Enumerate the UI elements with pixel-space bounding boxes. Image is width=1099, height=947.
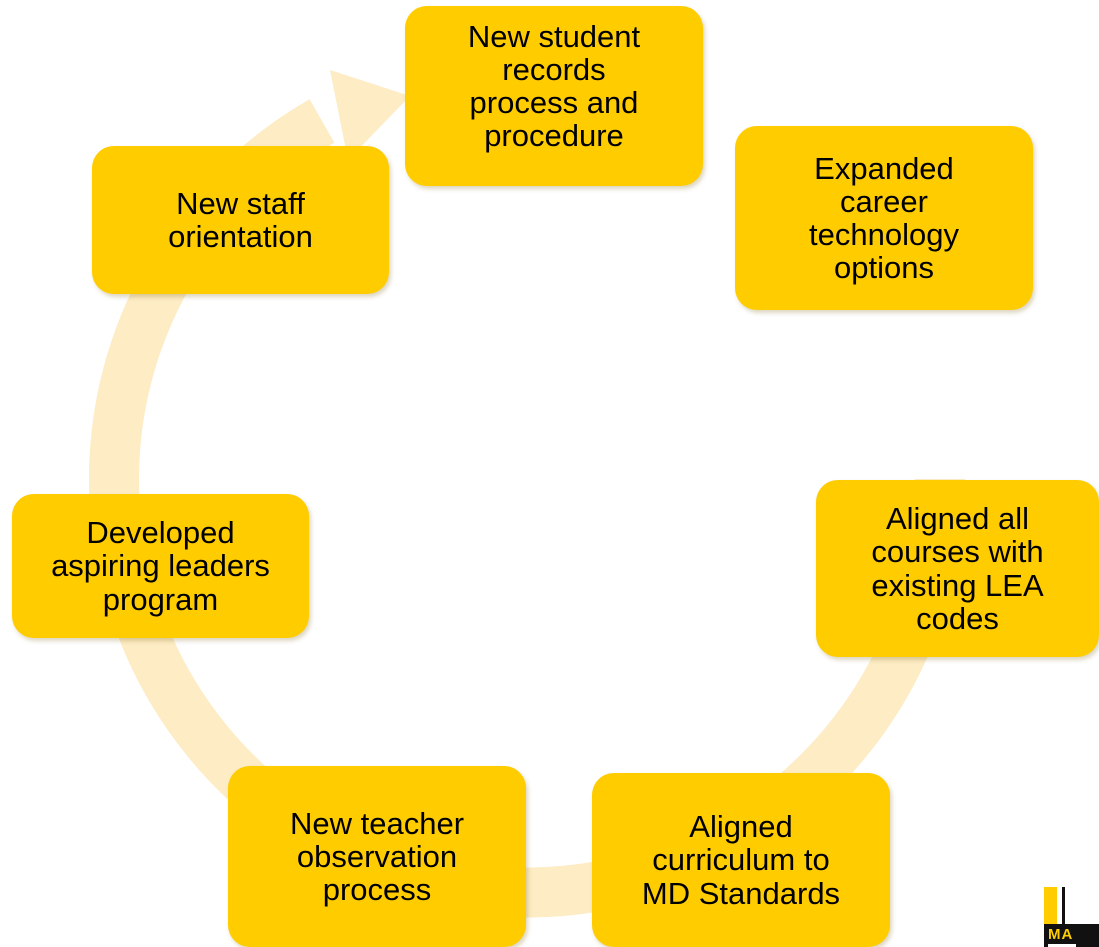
node-expanded-career-technology: Expanded career technology options <box>735 126 1033 310</box>
logo-black-band <box>1044 924 1099 947</box>
node-new-staff-orientation: New staff orientation <box>92 146 389 294</box>
logo-white-block <box>1062 887 1099 924</box>
node-aspiring-leaders-program: Developed aspiring leaders program <box>12 494 309 638</box>
logo-yellow-bar <box>1044 887 1057 924</box>
logo-text: MA <box>1048 926 1074 943</box>
node-aligned-curriculum-md-standards: Aligned curriculum to MD Standards <box>592 773 890 947</box>
node-aligned-courses-lea-codes: Aligned all courses with existing LEA co… <box>816 480 1099 657</box>
logo: MA <box>1044 887 1099 947</box>
cycle-arrowhead <box>330 70 410 160</box>
node-new-teacher-observation: New teacher observation process <box>228 766 526 947</box>
node-new-student-records: New student records process and procedur… <box>405 6 703 186</box>
logo-underline <box>1048 944 1076 947</box>
